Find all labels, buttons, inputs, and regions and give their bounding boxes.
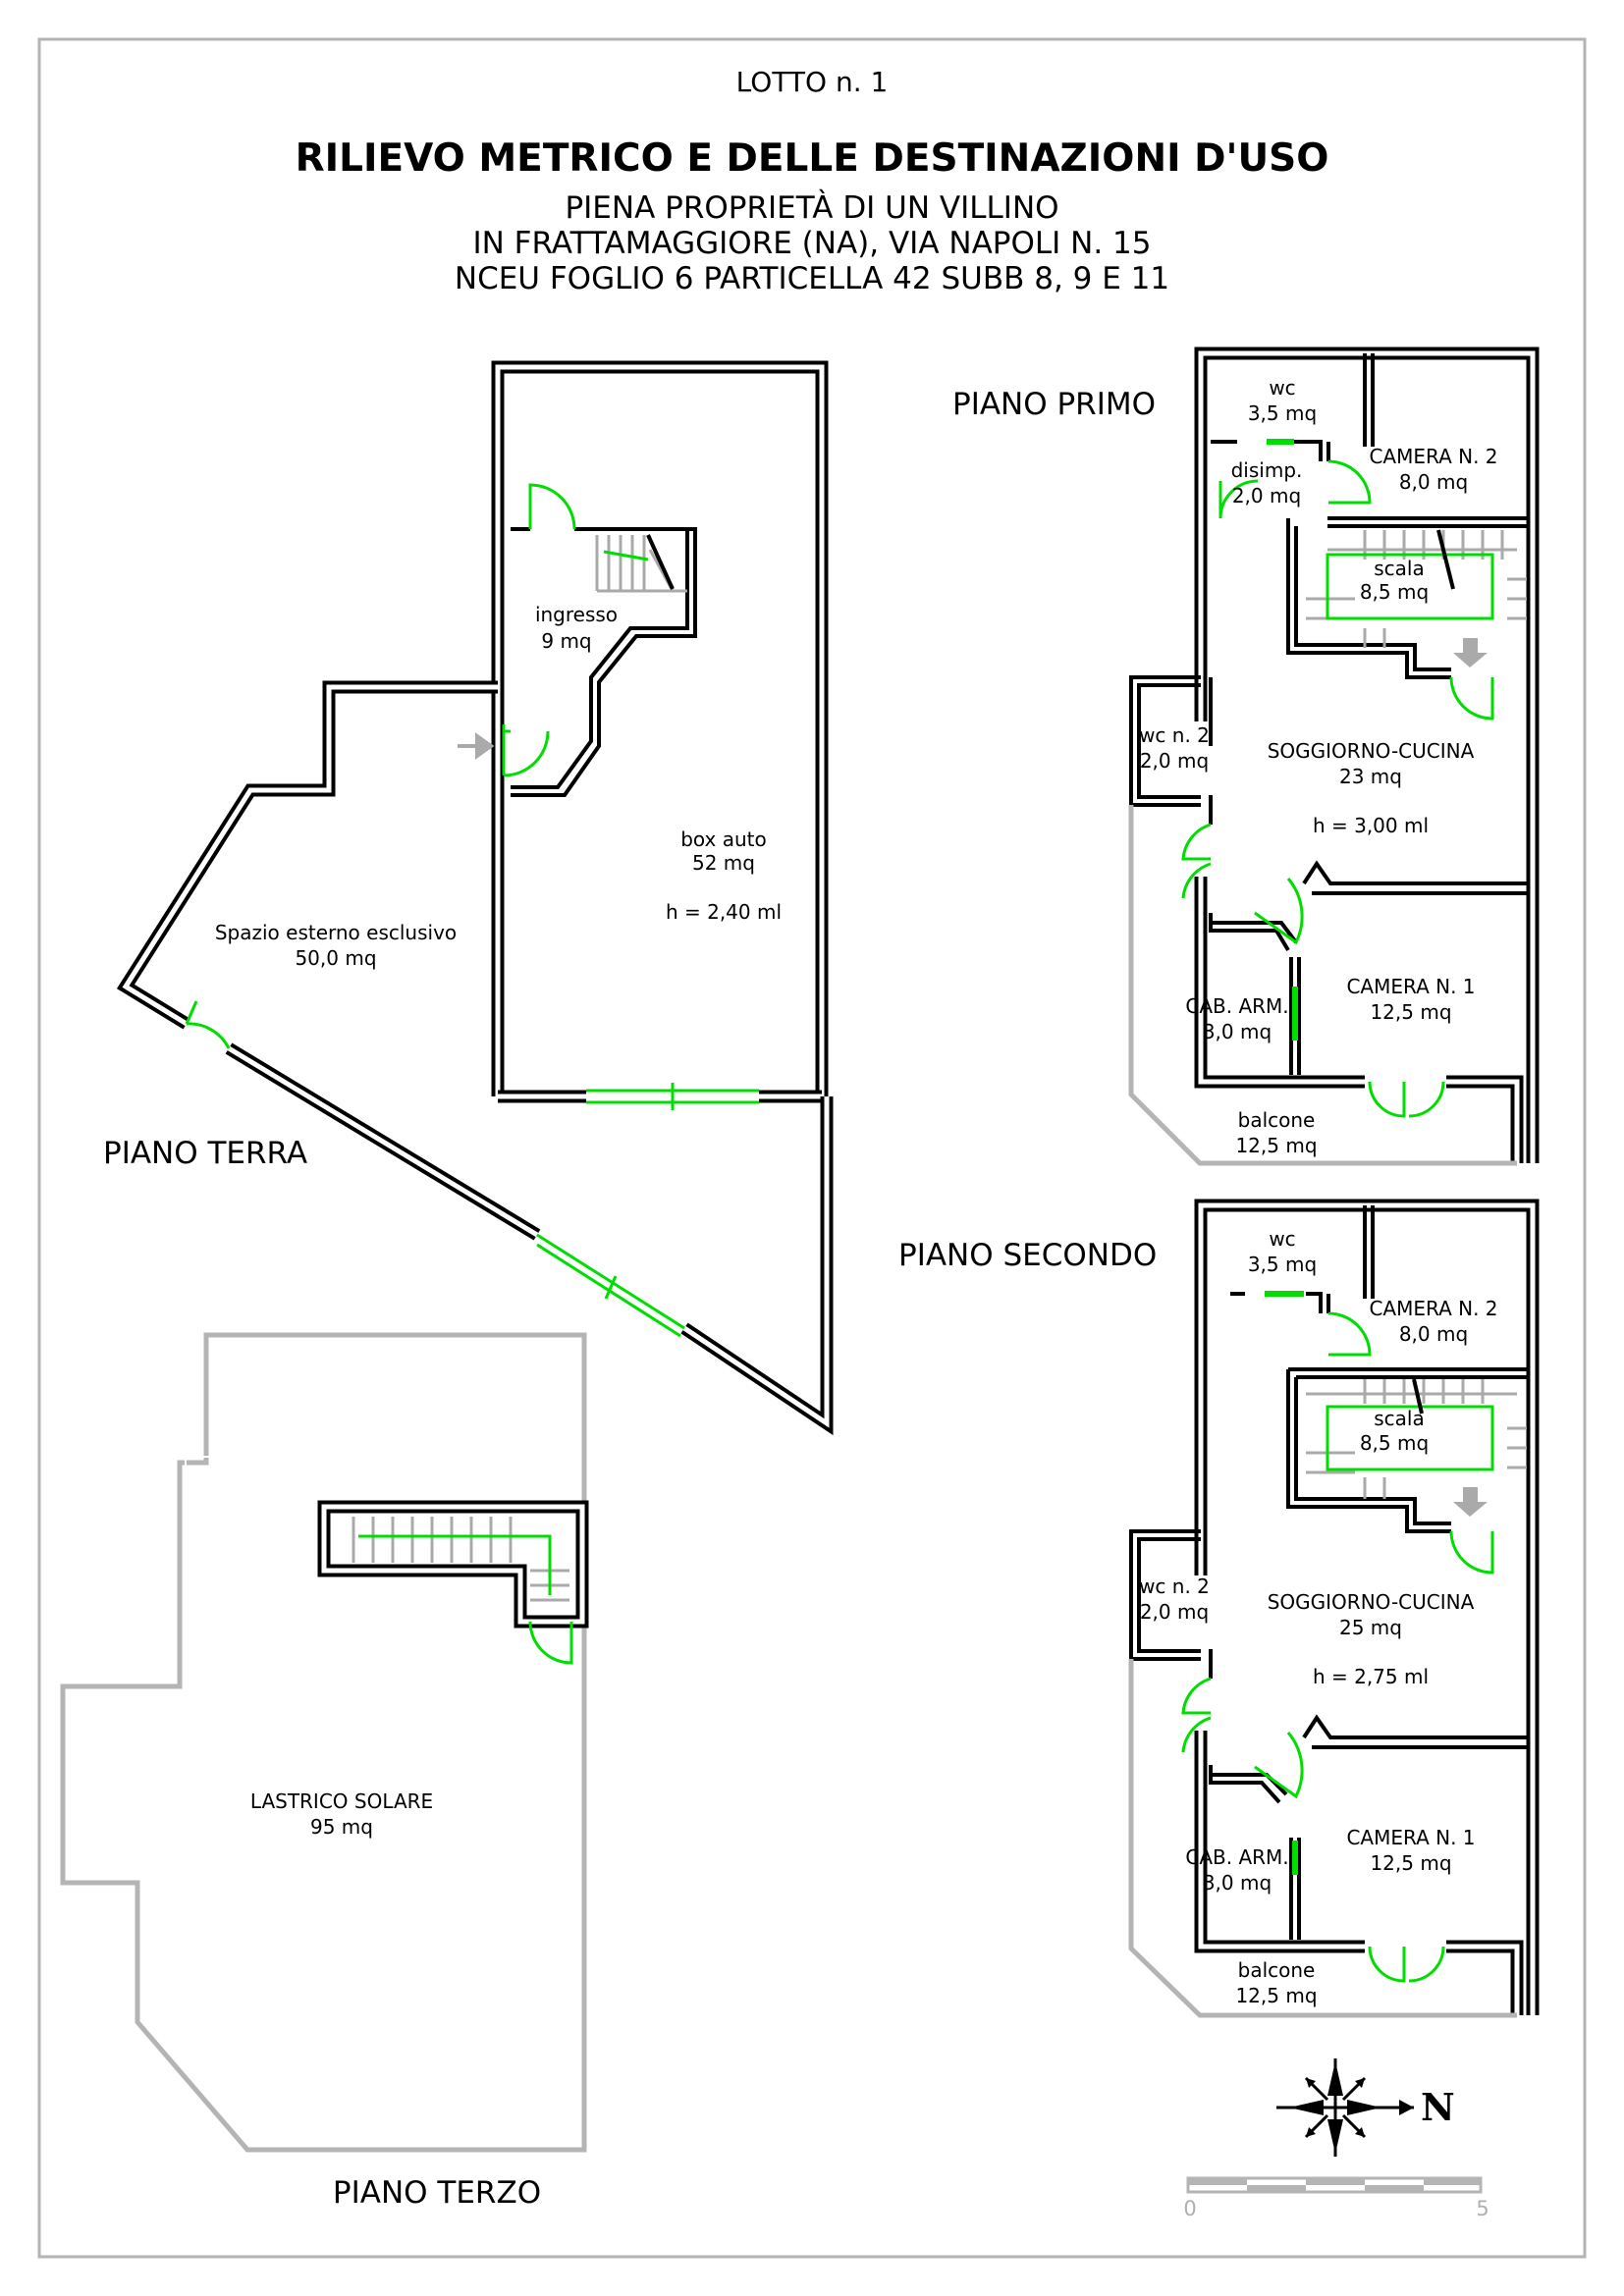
area-camera-1: 12,5 mq [1370, 1851, 1451, 1875]
area-lastrico: 95 mq [310, 1815, 373, 1839]
label-wc-2: wc n. 2 [1139, 1575, 1210, 1598]
north-label: N [1421, 2085, 1455, 2129]
label-box-auto: box auto [680, 828, 767, 851]
height-soggiorno: h = 2,75 ml [1313, 1665, 1429, 1688]
label-cab-arm: CAB. ARM. [1185, 994, 1288, 1018]
plan-piano-terzo: LASTRICO SOLARE 95 mq PIANO TERZO [60, 1332, 589, 2211]
floor-label-piano-primo: PIANO PRIMO [952, 387, 1156, 422]
scale-start: 0 [1183, 2197, 1196, 2220]
area-camera-2: 8,0 mq [1399, 1322, 1468, 1346]
area-camera-1: 12,5 mq [1370, 1000, 1451, 1024]
area-wc: 3,5 mq [1248, 401, 1317, 425]
plan-piano-secondo: PIANO SECONDO wc 3,5 mq CAMERA N. 2 8,0 … [898, 1199, 1540, 2018]
label-camera-1: CAMERA N. 1 [1346, 975, 1475, 998]
label-wc-2: wc n. 2 [1139, 723, 1210, 747]
label-camera-1: CAMERA N. 1 [1346, 1826, 1475, 1849]
subtitle-line-1: PIENA PROPRIETÀ DI UN VILLINO [565, 190, 1058, 226]
label-wc: wc [1269, 376, 1295, 400]
label-lastrico: LASTRICO SOLARE [250, 1789, 433, 1813]
stair-piano-primo [1306, 529, 1527, 667]
area-scala: 8,5 mq [1360, 580, 1429, 604]
floor-label-piano-terra: PIANO TERRA [103, 1136, 307, 1171]
area-cab-arm: 3,0 mq [1203, 1020, 1272, 1043]
label-camera-2: CAMERA N. 2 [1369, 1297, 1497, 1320]
label-disimp: disimp. [1231, 458, 1303, 482]
area-camera-2: 8,0 mq [1399, 470, 1468, 494]
area-balcone: 12,5 mq [1235, 1134, 1317, 1157]
label-camera-2: CAMERA N. 2 [1369, 445, 1497, 468]
north-arrow: N [1276, 2058, 1455, 2157]
scale-end: 5 [1476, 2197, 1489, 2220]
plan-piano-terra: ingresso 9 mq box auto 52 mq h = 2,40 ml… [103, 360, 834, 1436]
label-balcone: balcone [1238, 1958, 1316, 1982]
plan-piano-primo: PIANO PRIMO wc [952, 347, 1540, 1166]
floor-label-piano-secondo: PIANO SECONDO [898, 1238, 1157, 1273]
area-wc-2: 2,0 mq [1140, 749, 1209, 773]
scale-bar: 0 5 [1183, 2176, 1489, 2220]
sheet-frame [37, 37, 1587, 2259]
floor-label-piano-terzo: PIANO TERZO [333, 2175, 541, 2211]
label-scala: scala [1374, 1407, 1424, 1430]
label-soggiorno: SOGGIORNO-CUCINA [1268, 1590, 1475, 1614]
area-box-auto: 52 mq [692, 851, 755, 875]
stair-piano-secondo [1306, 1378, 1527, 1517]
area-balcone: 12,5 mq [1235, 1984, 1317, 2007]
area-wc-2: 2,0 mq [1140, 1600, 1209, 1624]
page-title: RILIEVO METRICO E DELLE DESTINAZIONI D'U… [296, 136, 1329, 181]
stair-ingresso [595, 534, 687, 593]
stair-piano-terzo [352, 1517, 569, 1602]
area-soggiorno: 25 mq [1339, 1616, 1402, 1639]
area-soggiorno: 23 mq [1339, 765, 1402, 788]
area-cab-arm: 3,0 mq [1203, 1871, 1272, 1895]
subtitle-line-3: NCEU FOGLIO 6 PARTICELLA 42 SUBB 8, 9 E … [455, 261, 1169, 296]
area-disimp: 2,0 mq [1232, 484, 1301, 507]
header: LOTTO n. 1 RILIEVO METRICO E DELLE DESTI… [296, 66, 1329, 296]
area-wc: 3,5 mq [1248, 1253, 1317, 1276]
lotto-label: LOTTO n. 1 [736, 66, 889, 98]
height-box-auto: h = 2,40 ml [666, 900, 782, 924]
label-scala: scala [1374, 557, 1424, 580]
area-spazio-esterno: 50,0 mq [295, 946, 376, 970]
height-soggiorno: h = 3,00 ml [1313, 814, 1429, 837]
label-spazio-esterno: Spazio esterno esclusivo [215, 921, 457, 944]
label-soggiorno: SOGGIORNO-CUCINA [1268, 739, 1475, 763]
label-wc: wc [1269, 1227, 1295, 1251]
area-scala: 8,5 mq [1360, 1431, 1429, 1455]
label-cab-arm: CAB. ARM. [1185, 1845, 1288, 1869]
label-balcone: balcone [1238, 1108, 1316, 1132]
label-ingresso: ingresso [535, 603, 618, 626]
subtitle-line-2: IN FRATTAMAGGIORE (NA), VIA NAPOLI N. 15 [472, 226, 1151, 261]
area-ingresso: 9 mq [541, 629, 591, 653]
